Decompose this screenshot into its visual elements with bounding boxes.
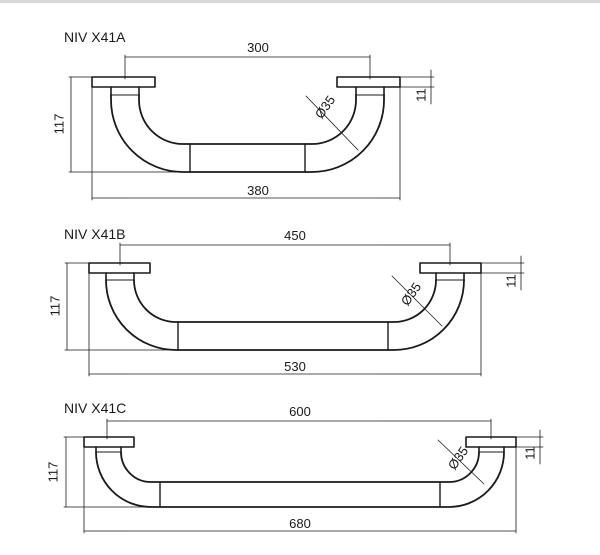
left-flange-b	[88, 262, 151, 274]
grab-bar-a	[91, 76, 401, 173]
dimensions-b	[64, 242, 525, 377]
model-name-b: NIV X41B	[64, 226, 126, 242]
mount-width-a: 300	[247, 40, 269, 55]
flange-thickness-a: 11	[413, 88, 429, 102]
top-border	[0, 0, 600, 3]
height-b: 117	[47, 295, 63, 317]
grab-bar-c	[83, 436, 517, 508]
overall-length-b: 530	[284, 359, 306, 374]
grab-bar-b	[88, 262, 482, 351]
height-a: 117	[51, 113, 67, 135]
model-name-c: NIV X41C	[64, 400, 127, 416]
model-name-a: NIV X41A	[64, 29, 126, 45]
right-flange-a	[336, 76, 401, 88]
overall-length-a: 380	[247, 183, 269, 198]
dimensions-c	[63, 418, 544, 534]
flange-thickness-c: 11	[522, 446, 538, 460]
height-c: 117	[45, 461, 61, 483]
dimensions-a	[68, 54, 435, 201]
mount-width-c: 600	[289, 404, 311, 419]
mount-width-b: 450	[284, 228, 306, 243]
left-flange-c	[83, 436, 135, 448]
flange-thickness-b: 11	[503, 274, 519, 288]
left-flange-a	[91, 76, 156, 88]
right-flange-b	[419, 262, 482, 274]
overall-length-c: 680	[289, 516, 311, 531]
